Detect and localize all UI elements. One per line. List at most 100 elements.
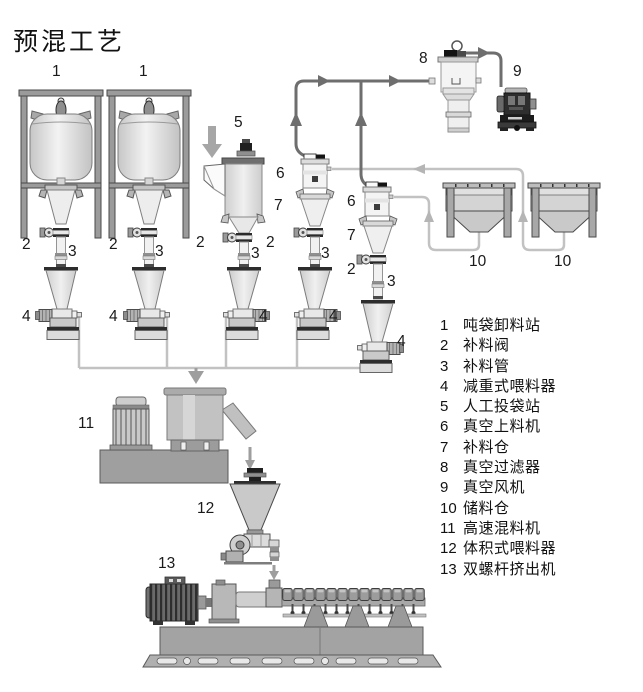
volumetric-feeder-icon [220,468,281,565]
callout-storage-hopper-2: 10 [554,253,572,270]
loss-in-weight-feeder-icon [35,266,82,340]
arrow-up-icon [518,210,528,222]
legend-label: 真空过滤器 [463,459,541,477]
legend-num: 3 [440,357,449,375]
feed-bin-1-icon [295,188,335,227]
arrow-right-icon [318,75,330,87]
callout-valve: 2 [109,236,118,253]
legend-item: 2 补料阀 [440,334,556,354]
callout-feed-bin-1: 7 [274,197,283,214]
arrow-left-icon [413,164,425,174]
legend-item: 12 体积式喂料器 [440,537,556,557]
callout-mixer: 11 [78,415,95,432]
callout-valve: 2 [347,261,356,278]
arrow-up-icon [290,112,302,126]
feed-valve-icon [222,232,253,243]
legend-label: 减重式喂料器 [463,377,557,395]
feed-pipe-icon [54,236,68,268]
callout-pipe: 3 [68,243,77,260]
legend-num: 10 [440,499,457,517]
callout-storage-hopper-1: 10 [469,253,487,270]
arrow-right-icon [478,47,490,59]
callout-valve: 2 [22,236,31,253]
legend-label: 人工投袋站 [463,398,541,416]
legend-label: 补料阀 [463,337,510,355]
legend-label: 吨袋卸料站 [463,317,541,334]
legend-label: 储料仓 [463,499,510,517]
arrow-up-icon [424,210,434,222]
callout-vacuum-blower: 9 [513,63,522,80]
legend-num: 4 [440,377,449,395]
legend-num: 2 [440,337,449,355]
feed-pipe-icon [142,236,156,268]
callout-extruder: 13 [158,555,176,572]
arrow-up-icon [355,112,367,126]
legend-label: 真空风机 [463,479,526,497]
legend-label: 体积式喂料器 [463,540,557,558]
callout-feed-bin-2: 7 [347,227,356,244]
legend-num: 5 [440,398,449,416]
loss-in-weight-feeder-icon [223,266,270,340]
callout-pipe: 3 [387,273,396,290]
feed-valve-icon [293,227,324,238]
legend-num: 1 [440,317,449,334]
legend-label: 补料仓 [463,438,510,456]
ton-bag-station-2-icon [106,89,192,239]
callout-valve: 2 [196,234,205,251]
legend-item: 7 补料仓 [440,436,556,456]
collector-line [77,314,366,370]
legend-label: 双螺杆挤出机 [463,560,557,578]
inlet-arrow-icon [202,126,222,158]
callout-pipe: 3 [321,245,330,262]
loss-in-weight-feeder-icon [294,266,341,340]
feed-pipe-icon [371,263,385,300]
vacuum-loader-2-icon [362,181,394,217]
feed-pipe-icon [237,241,251,268]
callout-vacuum-loader-1: 6 [276,165,285,182]
legend-num: 7 [440,438,449,456]
legend-item: 13 双螺杆挤出机 [440,558,556,578]
feed-bin-2-icon [358,215,398,254]
callout-feeder: 4 [22,308,31,325]
callout-feeder: 4 [109,308,118,325]
legend-num: 6 [440,418,449,436]
legend-item: 1 吨袋卸料站 [440,314,556,334]
arrow-down-icon [245,447,255,470]
callout-manual-station: 5 [234,114,243,131]
legend-item: 10 储料仓 [440,497,556,517]
storage-hopper-2-icon [527,182,601,238]
callout-pipe: 3 [155,243,164,260]
feed-valve-icon [356,254,387,265]
arrow-down-icon [188,371,204,384]
storage-hopper-1-icon [442,182,516,238]
callout-feeder: 4 [259,308,268,325]
feed-valve-icon [127,227,158,238]
extruder-icon [142,576,442,668]
mixer-icon [99,387,257,484]
feed-valve-icon [39,227,70,238]
legend-num: 13 [440,560,457,578]
manual-bag-dump-station-icon [203,139,266,234]
legend-label: 真空上料机 [463,418,541,436]
callout-valve: 2 [266,234,275,251]
vacuum-blower-icon [496,87,537,131]
callout-bag-station-1: 1 [52,63,61,80]
legend-item: 4 减重式喂料器 [440,375,556,395]
material-line-storage2-to-loader1 [332,167,566,252]
legend-label: 高速混料机 [463,519,541,537]
feed-pipe-icon [308,236,322,268]
legend-item: 6 真空上料机 [440,415,556,435]
arrow-down-icon [269,565,279,580]
loss-in-weight-feeder-icon [123,266,170,340]
vacuum-loader-1-icon [300,153,332,189]
callout-volumetric-feeder: 12 [197,500,215,517]
legend-num: 12 [440,540,457,558]
callout-feeder: 4 [329,308,338,325]
